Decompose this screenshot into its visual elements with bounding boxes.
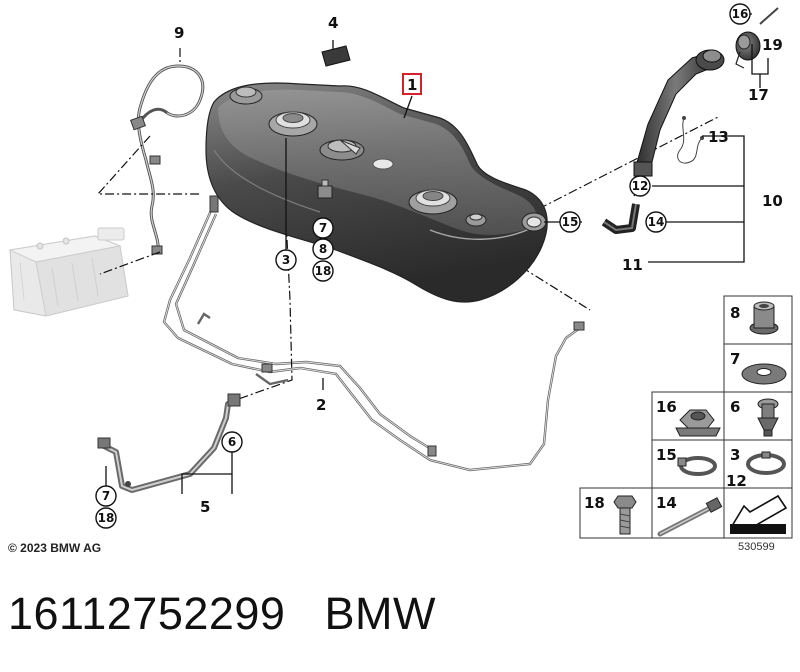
filler-cap-19 <box>735 31 761 69</box>
hex-nut-icon <box>675 409 721 437</box>
table-cell <box>579 487 653 539</box>
callout-7-strap: 7 <box>102 489 110 503</box>
callout-4: 4 <box>328 14 338 32</box>
washer-icon <box>741 363 787 385</box>
bolt-icon <box>613 495 637 535</box>
insulation-pad-4 <box>321 45 351 67</box>
callout-7-circle-strap: 7 <box>95 485 117 507</box>
clamp-band-icon <box>746 451 786 475</box>
callout-14: 14 <box>648 215 665 229</box>
callout-16-circle: 16 <box>729 3 751 25</box>
table-label-15: 15 <box>656 446 677 464</box>
callout-13: 13 <box>708 128 729 146</box>
callout-6-circle-strap: 6 <box>221 431 243 453</box>
table-label-14: 14 <box>656 494 677 512</box>
callout-9: 9 <box>174 24 184 42</box>
table-label-8: 8 <box>730 304 740 322</box>
hose-clamp-icon <box>677 456 717 476</box>
callout-1: 1 <box>407 76 417 94</box>
callout-17: 17 <box>748 86 769 104</box>
diagram-reference-code: 530599 <box>738 541 775 553</box>
arrow-symbol-icon <box>730 494 788 534</box>
callout-18: 18 <box>315 264 332 278</box>
callout-11: 11 <box>622 256 643 274</box>
table-cell <box>651 439 725 489</box>
fuel-lines-2 <box>162 195 585 472</box>
table-label-7: 7 <box>730 350 740 368</box>
callout-15-circle: 15 <box>559 211 581 233</box>
callout-3-circle: 3 <box>275 249 297 271</box>
footer-caption: 16112752299 BMW <box>8 588 436 640</box>
filler-neck-17 <box>633 49 725 177</box>
highlight-box-part-1 <box>402 73 422 95</box>
callout-7-circle-tank: 7 <box>312 217 334 239</box>
callout-15: 15 <box>562 215 579 229</box>
part-number: 16112752299 <box>8 588 286 639</box>
carbon-canister <box>8 227 129 317</box>
callout-2: 2 <box>316 396 326 414</box>
table-label-3: 3 <box>730 446 740 464</box>
tank-strap-5 <box>97 393 241 493</box>
table-label-6: 6 <box>730 398 740 416</box>
callout-18-circle-tank: 18 <box>312 260 334 282</box>
table-label-18: 18 <box>584 494 605 512</box>
callout-18-strap: 18 <box>98 511 115 525</box>
callout-5: 5 <box>200 498 210 516</box>
brand-name: BMW <box>324 588 436 639</box>
vent-wire-13 <box>677 116 704 164</box>
fuel-tank-1 <box>205 82 548 303</box>
callout-8: 8 <box>319 242 327 256</box>
callout-10: 10 <box>762 192 783 210</box>
table-label-12: 12 <box>726 472 747 490</box>
rivet-icon <box>757 398 779 437</box>
vent-hose-9 <box>130 64 205 255</box>
screw-16 <box>759 7 779 25</box>
callout-16: 16 <box>732 7 749 21</box>
table-cell <box>723 439 793 489</box>
callout-14-circle: 14 <box>645 211 667 233</box>
callout-18-circle-strap: 18 <box>95 507 117 529</box>
parts-table: 8 7 16 6 15 3 12 18 14 <box>579 295 793 539</box>
callout-12: 12 <box>632 179 649 193</box>
grommet-icon <box>749 301 779 335</box>
callout-7: 7 <box>319 221 327 235</box>
table-label-16: 16 <box>656 398 677 416</box>
connector-hose-11 <box>601 203 640 234</box>
cable-tie-icon <box>657 497 723 537</box>
callout-6: 6 <box>228 435 236 449</box>
callout-3: 3 <box>282 253 290 267</box>
callout-19: 19 <box>762 36 783 54</box>
copyright-notice: © 2023 BMW AG <box>8 541 102 555</box>
callout-12-circle: 12 <box>629 175 651 197</box>
callout-8-circle: 8 <box>312 238 334 260</box>
